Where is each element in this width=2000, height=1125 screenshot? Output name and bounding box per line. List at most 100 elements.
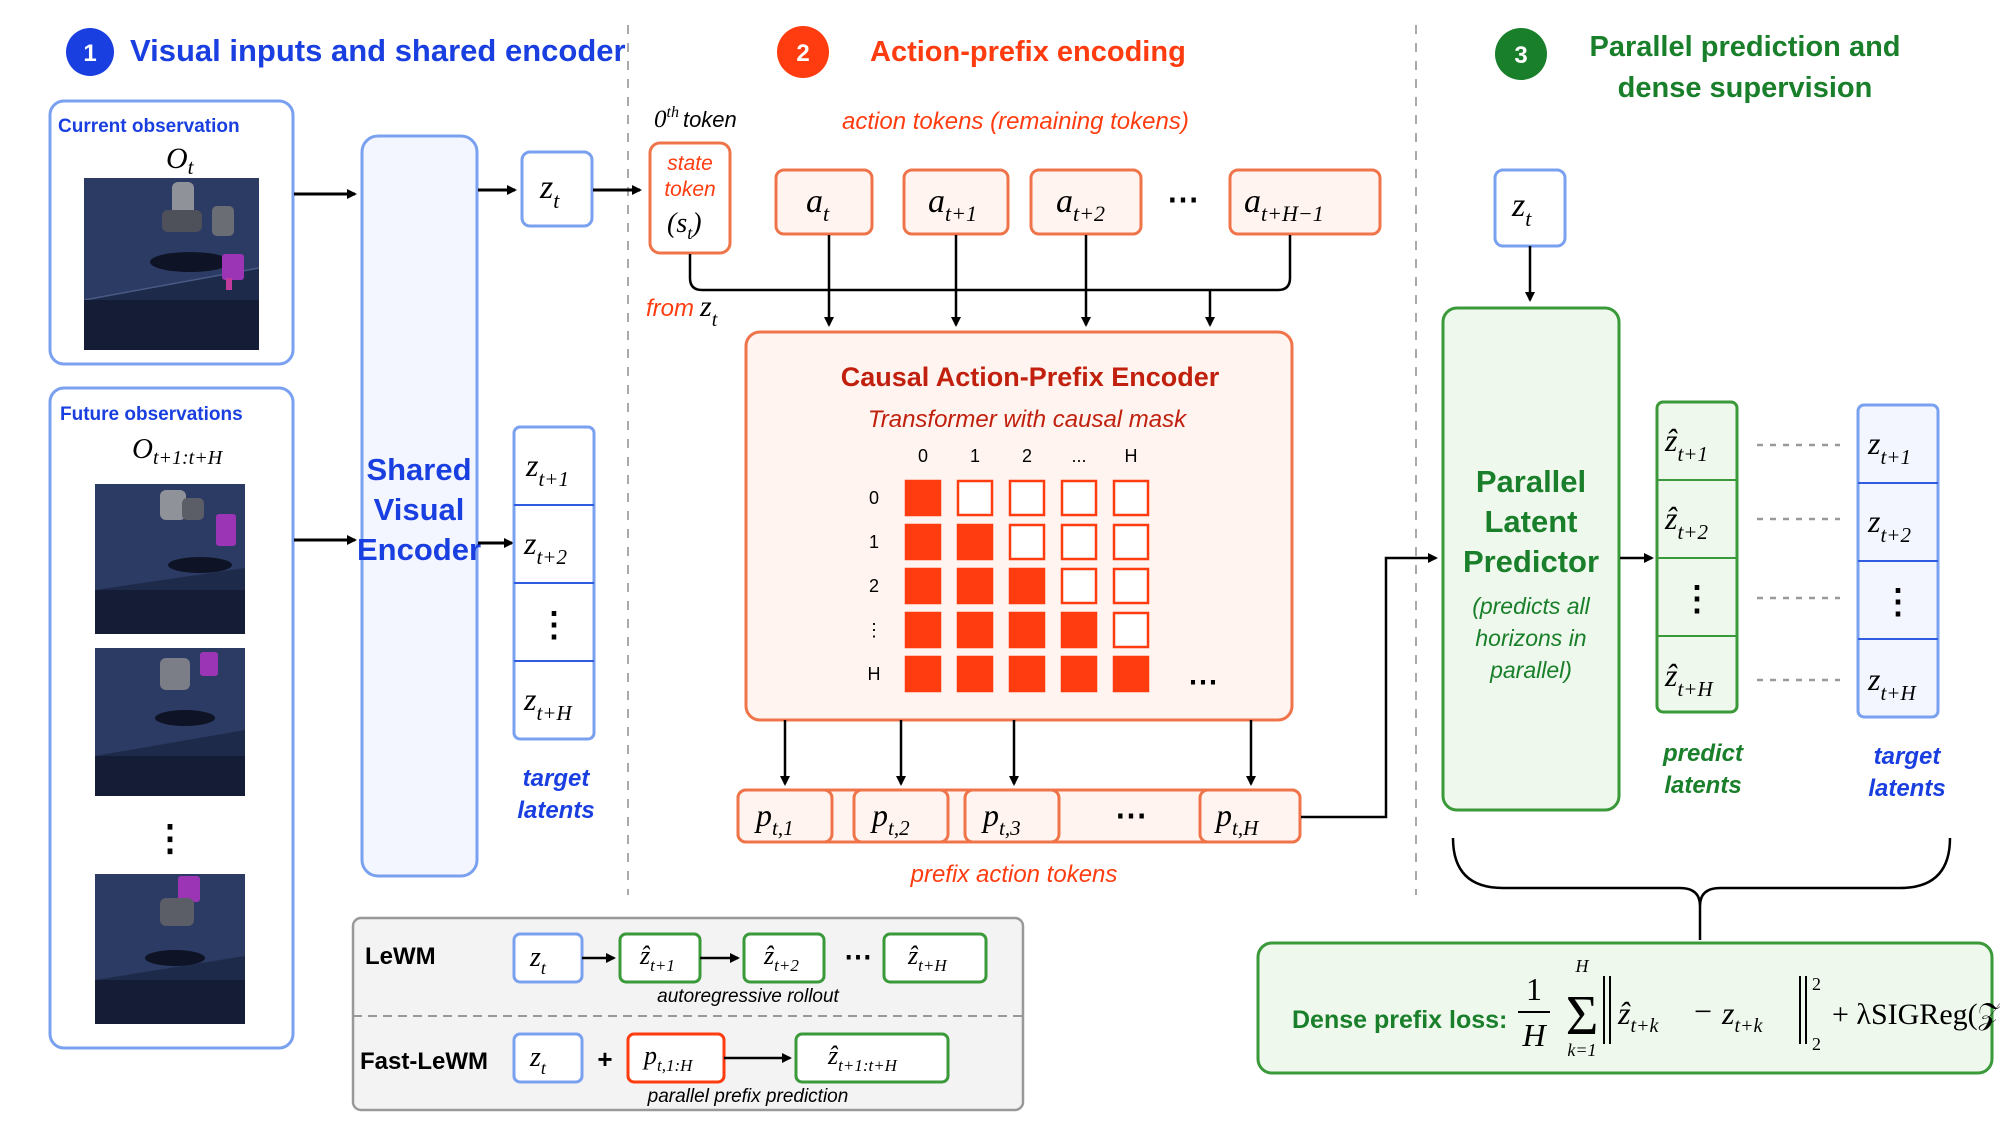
future-observation-image-1 (95, 484, 245, 634)
prefix-token-ellipsis: ⋯ (1115, 797, 1147, 833)
fast-plus: + (597, 1044, 612, 1074)
mask-cell-masked (1112, 523, 1150, 561)
loss-brace (1451, 837, 1952, 907)
mask-ellipsis: ⋯ (1188, 666, 1218, 699)
mask-col-label: 1 (970, 446, 980, 466)
svg-text:2: 2 (1812, 1034, 1821, 1054)
svg-text:2: 2 (1812, 974, 1821, 994)
svg-text:1: 1 (1526, 971, 1542, 1007)
predictor-line-1: Parallel (1476, 464, 1586, 499)
state-token (648, 141, 732, 255)
predict-latents-caption-2: latents (1664, 772, 1741, 799)
lewm-step-h-symbol: ẑt+H (907, 941, 948, 975)
predict-latents-caption-1: predict (1662, 740, 1744, 767)
mask-cell-attend (956, 523, 994, 561)
mask-cell-masked (1060, 479, 1098, 517)
prefix-token-2: pt,2 (852, 788, 950, 844)
mask-cell-attend (956, 611, 994, 649)
zt-token (520, 150, 594, 228)
mask-col-label: ... (1071, 446, 1086, 466)
svg-text:at+H−1: at+H−1 (1244, 183, 1324, 226)
section-3-title-line-2: dense supervision (1618, 72, 1873, 104)
svg-text:Σ: Σ (1566, 985, 1599, 1047)
current-observation-symbol: Ot (166, 142, 195, 179)
svg-text:H: H (1575, 956, 1590, 976)
prefix-token-3: pt,3 (963, 788, 1061, 844)
svg-text:at: at (806, 183, 830, 226)
mask-cell-attend (904, 523, 942, 561)
mask-cell-attend (904, 655, 942, 693)
encoder-line-2: Visual (374, 492, 465, 527)
predicted-latent-ellipsis: ⋮ (1680, 580, 1714, 618)
mask-cell-attend (904, 567, 942, 605)
state-token-symbol: (st) (667, 208, 702, 243)
mask-cell-attend (956, 567, 994, 605)
lewm-caption: autoregressive rollout (657, 986, 839, 1007)
lewm-step-2 (742, 932, 826, 984)
mask-cell-attend (1060, 611, 1098, 649)
mask-cell-masked (1008, 479, 1046, 517)
target-latent-2: zt+2 (523, 525, 567, 569)
section-3-number: 3 (1514, 42, 1527, 69)
target-right-caption-2: latents (1868, 775, 1945, 802)
future-observations-ellipsis: ⋮ (152, 817, 188, 858)
fast-zt-symbol: zt (529, 1042, 547, 1078)
lewm-zt-symbol: zt (529, 942, 547, 978)
zt-symbol: zt (539, 169, 560, 213)
section-2-header: 2 Action-prefix encoding (777, 26, 1186, 78)
loss-label: Dense prefix loss: (1292, 1006, 1507, 1034)
section-3-badge (1495, 28, 1547, 80)
dense-prefix-loss-box (1256, 941, 1994, 1075)
future-observation-image-3 (95, 874, 245, 1024)
mask-row-label: H (868, 664, 881, 684)
loss-formula: 1 H H Σ k=1 ẑt+k − zt+k 2 2 + λSIGReg(𝒵) (1518, 956, 2000, 1060)
svg-text:at+1: at+1 (928, 183, 977, 226)
fast-zt (512, 1032, 584, 1084)
mask-cell-attend (904, 611, 942, 649)
future-observation-image-2 (95, 648, 245, 796)
section-3-header: 3 Parallel prediction and dense supervis… (1495, 28, 1901, 104)
current-observation-image (83, 178, 260, 350)
lewm-label: LeWM (365, 943, 436, 970)
svg-text:zt+k: zt+k (1721, 995, 1764, 1037)
lewm-step-1-symbol: ẑt+1 (639, 941, 675, 975)
target-latent-1: zt+1 (525, 447, 569, 491)
lewm-step-2-symbol: ẑt+2 (763, 941, 799, 975)
mask-cell-masked (1060, 567, 1098, 605)
tokens-bracket (688, 235, 1292, 292)
zt-right-symbol: zt (1511, 187, 1532, 231)
fast-prefix-symbol: pt,1:H (642, 1041, 694, 1075)
svg-text:−: − (1694, 993, 1712, 1029)
action-tokens-caption: action tokens (remaining tokens) (842, 108, 1189, 135)
svg-text:pt,H: pt,H (1214, 797, 1260, 840)
predictor-note-2: horizons in (1475, 625, 1586, 651)
mask-row-label: ⋮ (865, 620, 883, 640)
target-right-ellipsis: ⋮ (1881, 583, 1915, 621)
mask-col-label: H (1125, 446, 1138, 466)
shared-visual-encoder (360, 134, 479, 878)
mask-col-label: 2 (1022, 446, 1032, 466)
mask-cell-masked (1112, 479, 1150, 517)
action-token-h: at+H−1 (1228, 168, 1382, 236)
causal-encoder-title: Causal Action-Prefix Encoder (841, 362, 1220, 392)
action-token-2: at+2 (1029, 168, 1143, 236)
mask-cell-masked (1112, 611, 1150, 649)
mask-col-label: 0 (918, 446, 928, 466)
current-observation-label: Current observation (58, 116, 240, 137)
fast-output (794, 1032, 950, 1084)
encoder-line-3: Encoder (357, 532, 481, 567)
target-latent-h: zt+H (523, 681, 573, 725)
lewm-step-h (882, 932, 988, 984)
fast-lewm-label: Fast-LeWM (360, 1048, 488, 1075)
mask-cell-attend (1060, 655, 1098, 693)
mask-cell-attend (1008, 611, 1046, 649)
arrow-prefix-to-predictor (1301, 553, 1438, 819)
section-2-title: Action-prefix encoding (870, 36, 1186, 68)
predictor-line-2: Latent (1485, 504, 1578, 539)
section-2-number: 2 (796, 40, 809, 67)
